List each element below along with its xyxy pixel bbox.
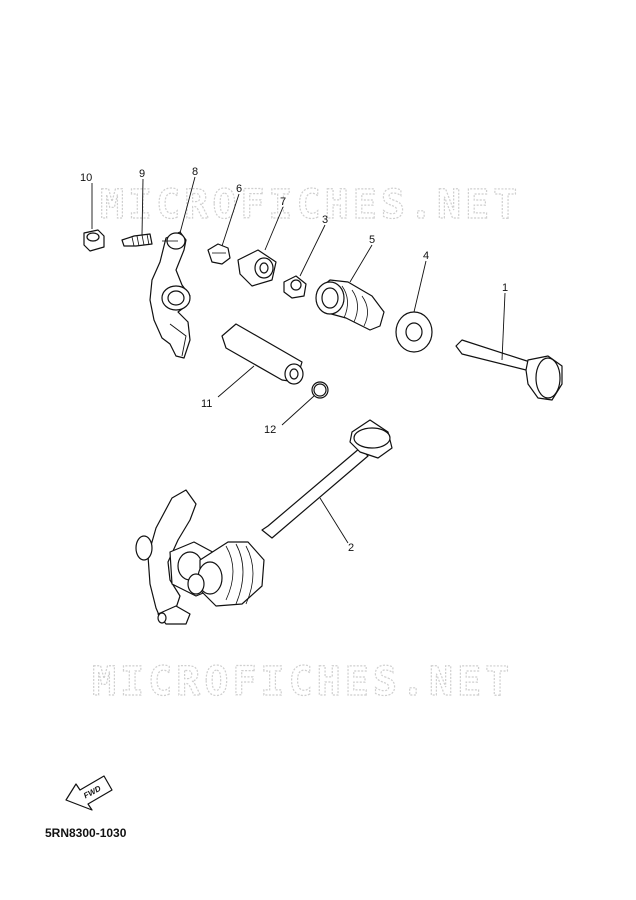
part-code: 5RN8300-1030 [45,826,127,840]
part-4-spring-seat [395,311,433,353]
callout-12: 12 [264,424,276,436]
callout-1: 1 [502,282,508,294]
part-9-adjusting-screw [121,233,153,247]
part-10-nut [83,229,105,252]
callout-5: 5 [369,234,375,246]
callout-11: 11 [201,398,212,410]
part-3-stem-seal [283,275,307,299]
fwd-arrow-icon: FWD [65,775,113,811]
part-5-valve-spring [315,279,385,331]
part-12-o-ring [311,381,329,399]
watermark-bottom: MICROFICHES.NET [92,659,513,705]
callout-labels: 10 9 8 6 7 3 5 4 1 11 12 2 [80,166,508,554]
callout-4: 4 [423,250,429,262]
callout-2: 2 [348,542,354,554]
assembled-rocker-and-spring [135,489,265,625]
part-2-exhaust-valve [261,419,393,539]
callout-7: 7 [280,196,286,208]
part-7-spring-retainer [237,249,277,287]
callout-10: 10 [80,172,92,184]
watermark-top: MICROFICHES.NET [100,182,521,228]
part-11-rocker-shaft [221,323,304,385]
callout-6: 6 [236,183,242,195]
part-1-intake-valve [455,339,563,401]
leader-lines [91,176,506,544]
part-6-valve-cotter [207,243,231,265]
part-8-rocker-arm [149,231,191,359]
callout-3: 3 [322,214,328,226]
callout-8: 8 [192,166,198,178]
callout-9: 9 [139,168,145,180]
